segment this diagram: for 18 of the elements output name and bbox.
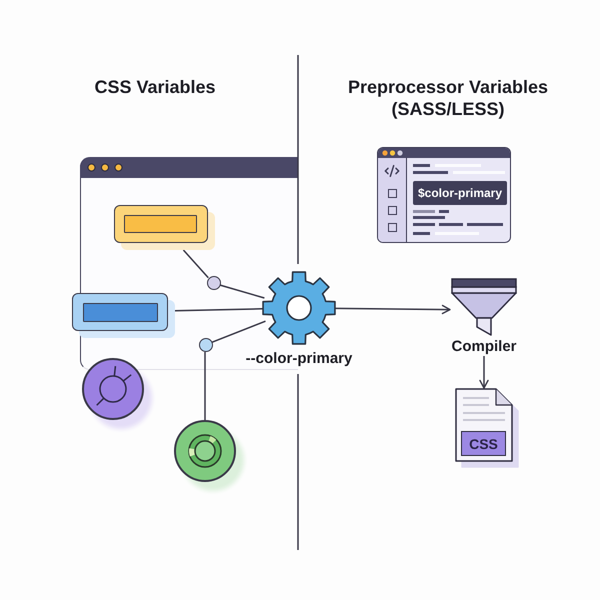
gear-icon [261, 270, 337, 346]
variable-name: --color-primary [246, 350, 352, 368]
column-heading: Preprocessor Variables (SASS/LESS) [346, 76, 550, 120]
arrow [479, 356, 489, 389]
dial-knob [82, 358, 144, 420]
connector-line [174, 308, 264, 312]
junction-dot [199, 338, 213, 352]
connector-line [182, 250, 209, 278]
code-editor-window [377, 147, 511, 243]
arrow [335, 304, 451, 314]
connector-line [204, 352, 206, 420]
connector-line [220, 284, 265, 299]
junction-dot [207, 276, 221, 290]
connector-line [211, 320, 266, 344]
column-heading: CSS Variables [93, 76, 217, 98]
variable-tag: $color-primary [413, 181, 507, 205]
file-type-tag: CSS [461, 431, 506, 456]
step-label: Compiler [451, 338, 516, 356]
